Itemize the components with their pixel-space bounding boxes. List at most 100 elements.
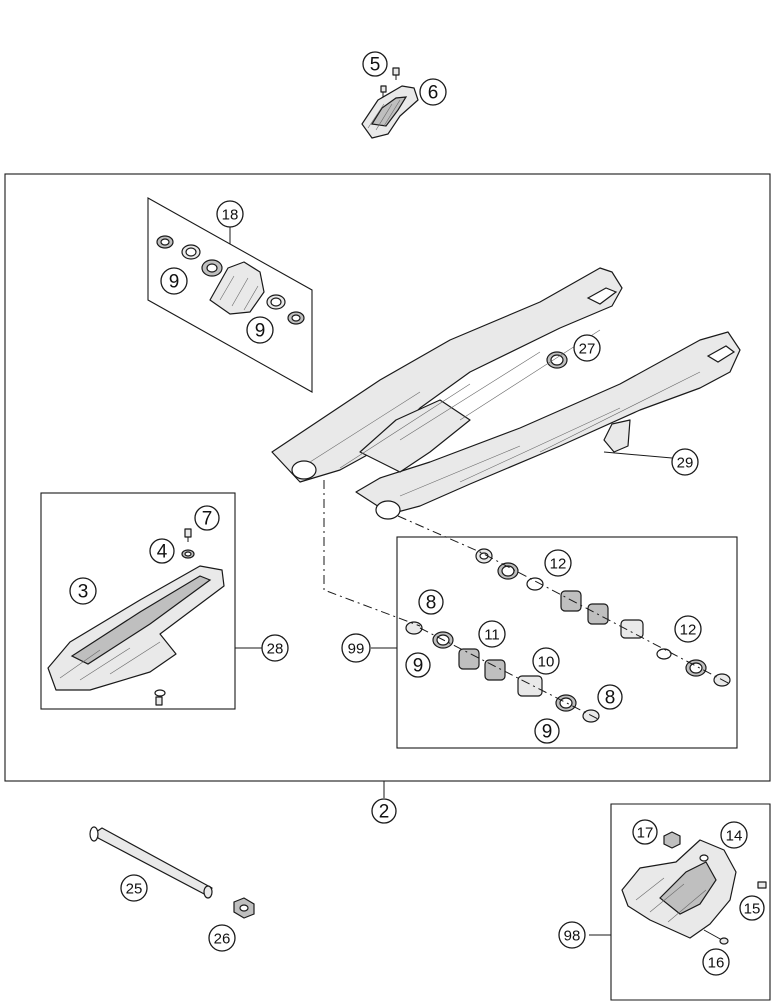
callout-11: 11 xyxy=(478,620,506,648)
callout-circle xyxy=(534,718,560,744)
screw-small-part xyxy=(380,85,387,97)
callout-circle xyxy=(160,267,188,295)
chain-guard-part xyxy=(47,565,225,706)
callout-circle xyxy=(558,921,586,949)
pivot-axis-line-right xyxy=(397,515,731,685)
callout-circle xyxy=(674,615,702,643)
nut-17-part xyxy=(663,831,681,849)
axle-nut-part xyxy=(233,897,255,919)
pivot-axis-line-left xyxy=(323,480,421,627)
callout-25: 25 xyxy=(120,874,148,902)
callout-number: 3 xyxy=(78,582,89,603)
swingarm-main-part xyxy=(271,267,741,520)
screw-7-part xyxy=(184,528,192,542)
callout-number: 16 xyxy=(708,955,725,972)
callout-circle xyxy=(405,652,431,678)
callout-7: 7 xyxy=(194,505,220,531)
callout-number: 10 xyxy=(538,654,555,671)
callout-2: 2 xyxy=(371,798,397,824)
callout-16: 16 xyxy=(702,948,730,976)
callout-number: 4 xyxy=(157,542,168,563)
callout-circle xyxy=(671,448,699,476)
callout-number: 11 xyxy=(484,627,500,644)
main-assembly-frame xyxy=(4,173,771,782)
callout-4: 4 xyxy=(149,538,175,564)
callout-number: 25 xyxy=(126,881,143,898)
callout-9a: 9 xyxy=(160,267,188,295)
callout-15: 15 xyxy=(739,895,765,921)
callout-12b: 12 xyxy=(674,615,702,643)
callout-10: 10 xyxy=(532,647,560,675)
callout-circle xyxy=(261,634,289,662)
callout-number: 28 xyxy=(267,641,284,658)
callout-8a: 8 xyxy=(418,589,444,615)
callout-26: 26 xyxy=(208,924,236,952)
chain-guard-28-frame xyxy=(40,492,236,710)
callout-number: 8 xyxy=(605,688,616,709)
bearing-kit-18-parts xyxy=(156,235,305,325)
callout-99: 99 xyxy=(341,633,371,663)
callout-number: 18 xyxy=(222,207,239,224)
callout-circle xyxy=(208,924,236,952)
pivot-axis-line-lower xyxy=(419,627,601,721)
callout-9b: 9 xyxy=(246,316,274,344)
callout-14: 14 xyxy=(720,821,748,849)
callout-number: 98 xyxy=(564,928,581,945)
callout-98: 98 xyxy=(558,921,586,949)
callout-number: 9 xyxy=(542,722,553,743)
callout-number: 14 xyxy=(726,828,743,845)
callout-circle xyxy=(573,334,601,362)
callout-number: 5 xyxy=(370,55,381,76)
bolt-16-part xyxy=(703,929,729,945)
callout-28: 28 xyxy=(261,634,289,662)
callout-3: 3 xyxy=(69,577,97,605)
chain-slider-guide-part xyxy=(361,85,419,139)
callout-circle xyxy=(69,577,97,605)
callout-5: 5 xyxy=(362,51,388,77)
callout-circle xyxy=(371,798,397,824)
callout-number: 26 xyxy=(214,931,231,948)
callout-circle xyxy=(246,316,274,344)
callout-circle xyxy=(194,505,220,531)
callout-number: 9 xyxy=(413,656,424,677)
callout-9c: 9 xyxy=(405,652,431,678)
callout-circle xyxy=(120,874,148,902)
callout-circle xyxy=(720,821,748,849)
callout-number: 27 xyxy=(579,341,596,358)
chain-guide-part xyxy=(621,839,737,939)
callout-circle xyxy=(597,684,623,710)
callout-17: 17 xyxy=(632,819,658,845)
callout-circle xyxy=(341,633,371,663)
callout-8b: 8 xyxy=(597,684,623,710)
washer-4-part xyxy=(181,549,195,559)
callout-number: 8 xyxy=(426,593,437,614)
bearing-kit-18-frame xyxy=(147,197,313,393)
callout-number: 9 xyxy=(255,321,266,342)
callout-29: 29 xyxy=(671,448,699,476)
pivot-axle-part xyxy=(89,826,213,899)
callout-9d: 9 xyxy=(534,718,560,744)
callout-circle xyxy=(478,620,506,648)
callout-number: 17 xyxy=(637,825,654,842)
callout-number: 99 xyxy=(348,641,365,658)
callout-circle xyxy=(362,51,388,77)
callout-number: 2 xyxy=(379,802,390,823)
callout-6: 6 xyxy=(419,78,447,106)
callout-circle xyxy=(418,589,444,615)
callout-18: 18 xyxy=(216,200,244,228)
callout-number: 6 xyxy=(428,83,439,104)
callout-circle xyxy=(632,819,658,845)
callout-circle xyxy=(739,895,765,921)
screw-5-part xyxy=(392,67,400,80)
callout-12a: 12 xyxy=(544,549,572,577)
callout-circle xyxy=(149,538,175,564)
callout-number: 9 xyxy=(169,272,180,293)
callout-circle xyxy=(419,78,447,106)
callout-circle xyxy=(544,549,572,577)
callout-number: 29 xyxy=(677,455,694,472)
callout-number: 15 xyxy=(744,901,761,918)
screw-15-part xyxy=(757,881,767,889)
callout-number: 12 xyxy=(680,622,697,639)
